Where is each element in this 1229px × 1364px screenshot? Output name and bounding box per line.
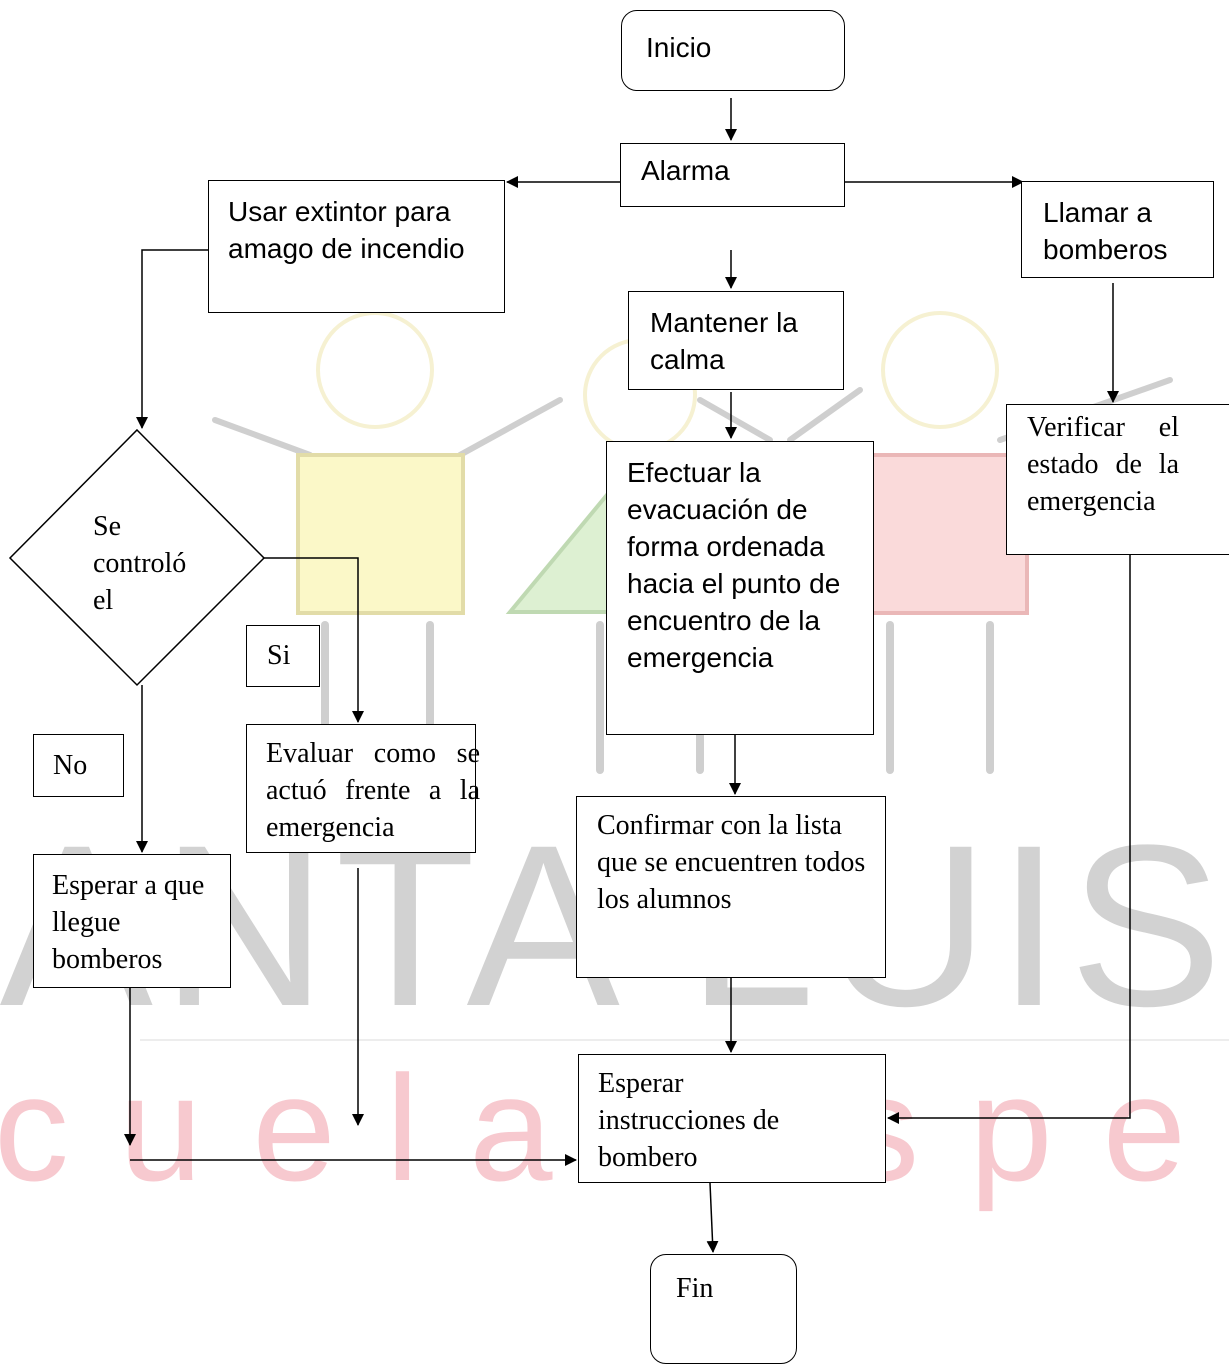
node-efectuar-label: Efectuar la evacuación de forma ordenada…	[627, 457, 841, 673]
arrow-decision-evaluar	[264, 557, 364, 723]
watermark-head-right	[881, 311, 999, 429]
node-extintor: Usar extintor para amago de incendio	[208, 180, 505, 313]
node-alarma: Alarma	[620, 143, 845, 207]
node-alarma-label: Alarma	[641, 155, 730, 186]
node-esperar-instrucciones-label: Esperar instrucciones de bombero	[598, 1068, 780, 1173]
arrow-extintor-decision	[136, 249, 210, 429]
label-no: No	[33, 734, 124, 797]
decision-diamond	[8, 428, 266, 687]
node-esperar-instrucciones: Esperar instrucciones de bombero	[578, 1054, 886, 1183]
watermark-head-left	[316, 311, 434, 429]
decision-label: Se controló el	[93, 511, 187, 616]
arrow-verificar-instrucciones	[887, 555, 1131, 1124]
label-si-text: Si	[267, 640, 291, 671]
node-evaluar-label: Evaluar como se actuó frente a la emerge…	[266, 738, 480, 843]
node-efectuar: Efectuar la evacuación de forma ordenada…	[606, 441, 874, 735]
watermark-body-yellow	[296, 453, 465, 615]
node-llamar-label: Llamar a bomberos	[1043, 197, 1168, 265]
node-fin-label: Fin	[676, 1273, 714, 1304]
node-confirmar-label: Confirmar con la lista que se encuentren…	[597, 810, 866, 915]
label-si: Si	[246, 625, 320, 687]
node-evaluar: Evaluar como se actuó frente a la emerge…	[246, 724, 480, 853]
arrow-instrucciones-fin	[706, 1182, 719, 1253]
node-inicio-label: Inicio	[646, 32, 712, 63]
node-mantener: Mantener la calma	[628, 291, 844, 390]
node-mantener-label: Mantener la calma	[650, 307, 798, 375]
node-verificar-label: Verificar el estado de la emergencia	[1027, 412, 1179, 517]
node-confirmar: Confirmar con la lista que se encuentren…	[576, 796, 886, 978]
node-esperar-bomberos-label: Esperar a que llegue bomberos	[52, 870, 205, 975]
node-esperar-bomberos: Esperar a que llegue bomberos	[33, 854, 231, 988]
node-llamar: Llamar a bomberos	[1021, 181, 1214, 278]
watermark-body-pink	[853, 453, 1029, 615]
label-no-text: No	[53, 750, 88, 781]
node-inicio: Inicio	[621, 10, 845, 91]
node-extintor-label: Usar extintor para amago de incendio	[228, 196, 465, 264]
node-verificar: Verificar el estado de la emergencia	[1006, 404, 1229, 555]
node-fin: Fin	[650, 1254, 797, 1364]
